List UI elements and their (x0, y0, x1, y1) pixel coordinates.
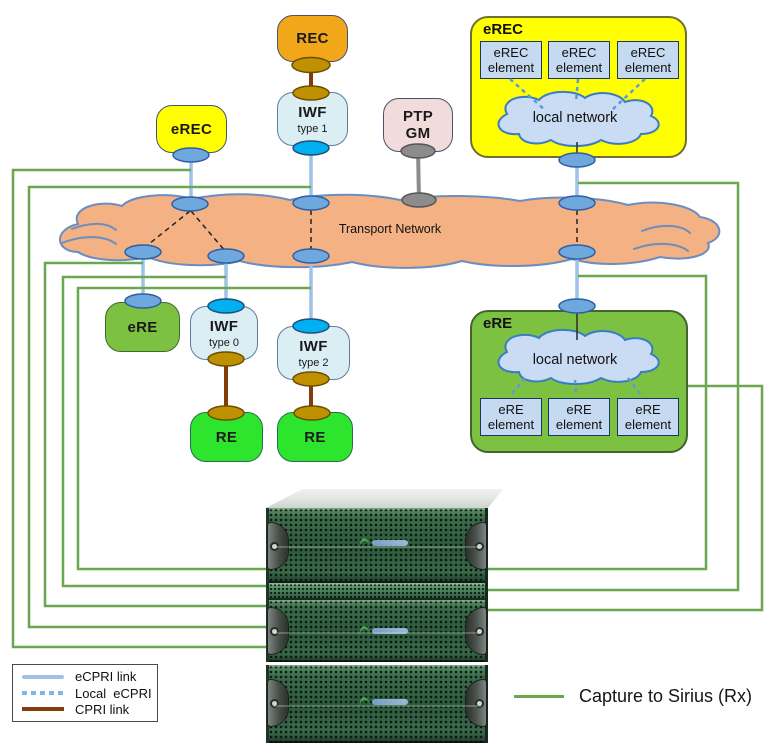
screw-icon (477, 629, 482, 634)
node-ere: eRE (105, 302, 180, 352)
node-iwf-type0: IWF type 0 (190, 306, 258, 360)
legend-row-cpri: CPRI link (22, 702, 148, 717)
screw-icon (477, 544, 482, 549)
node-rec: REC (277, 15, 348, 62)
node-iwf0-label: IWF (209, 317, 239, 335)
chassis-top-face (266, 489, 503, 508)
chassis-handle (466, 523, 486, 569)
legend-label-local-ecpri: Local eCPRI (75, 685, 152, 701)
port-ptp-cloud (401, 192, 437, 208)
ere-element-3: eRE element (617, 398, 679, 436)
node-ptp-gm: PTP GM (383, 98, 453, 152)
chassis-logo (358, 536, 408, 550)
screw-icon (272, 629, 277, 634)
legend-row-ecpri: eCPRI link (22, 669, 148, 684)
chassis-handle (268, 608, 288, 654)
swoosh-icon (358, 536, 371, 550)
swoosh-icon (358, 624, 371, 638)
ptp-link (416, 149, 421, 201)
capture-caption: Capture to Sirius (Rx) (514, 686, 752, 707)
node-iwf1-sublabel: type 1 (297, 122, 328, 135)
port-transport-ere-group (558, 244, 596, 260)
ere-element-1: eRE element (480, 398, 542, 436)
ecpri-links (141, 150, 579, 327)
chassis-handle (466, 608, 486, 654)
node-iwf2-label: IWF (299, 337, 328, 355)
ere-element-2: eRE element (548, 398, 610, 436)
screw-icon (272, 701, 277, 706)
node-ptp-label-2: GM (405, 125, 431, 142)
group-erec-title: eREC (483, 21, 524, 38)
node-iwf-type2: IWF type 2 (277, 326, 350, 380)
chassis-logo (358, 695, 408, 709)
erec-element-2: eREC element (548, 41, 610, 79)
local-network-label-erec: local network (532, 110, 618, 126)
node-rec-label: REC (296, 30, 329, 47)
ecpri-line-sample (22, 674, 64, 679)
port-transport-iwf1 (292, 195, 330, 211)
node-iwf1-label: IWF (298, 103, 327, 121)
capture-caption-label: Capture to Sirius (Rx) (579, 686, 753, 706)
capture-line-erec (11, 168, 268, 649)
swoosh-icon (358, 695, 371, 709)
port-transport-iwf0 (207, 248, 245, 264)
node-re-right: RE (277, 412, 353, 462)
port-transport-erec (171, 196, 209, 212)
chassis-handle (466, 680, 486, 726)
node-re-left-label: RE (215, 428, 238, 446)
node-erec-label: eREC (170, 120, 213, 138)
node-erec: eREC (156, 105, 227, 153)
node-iwf0-sublabel: type 0 (209, 336, 239, 349)
link-legend: eCPRI link Local eCPRI CPRI link (12, 664, 158, 722)
legend-row-local-ecpri: Local eCPRI (22, 686, 152, 701)
node-ptp-label-1: PTP (402, 108, 434, 125)
erec-element-3: eREC element (617, 41, 679, 79)
group-erec: eREC eREC element eREC element eREC elem… (470, 16, 687, 158)
node-re-left: RE (190, 412, 263, 462)
port-transport-ere (124, 244, 162, 260)
node-re-right-label: RE (304, 428, 326, 446)
cpri-line-sample (22, 707, 64, 712)
capture-line-sample (514, 695, 564, 698)
erec-element-1: eREC element (480, 41, 542, 79)
chassis-unit-1 (266, 508, 488, 583)
node-ere-label: eRE (127, 318, 158, 336)
node-iwf-type1: IWF type 1 (277, 92, 348, 146)
chassis-handle (268, 523, 288, 569)
group-ere-title: eRE (483, 315, 513, 332)
transport-network-label: Transport Network (338, 222, 442, 236)
local-network-label-ere: local network (532, 352, 618, 368)
capture-device-chassis (266, 487, 503, 744)
port-transport-erec-group (558, 195, 596, 211)
local-ecpri-line-sample (22, 691, 64, 695)
legend-label-cpri: CPRI link (75, 701, 130, 717)
legend-label-ecpri: eCPRI link (75, 669, 137, 685)
chassis-logo (358, 624, 408, 638)
chassis-unit-2 (266, 600, 488, 662)
screw-icon (272, 544, 277, 549)
chassis-unit-3 (266, 665, 488, 743)
port-transport-iwf2 (292, 248, 330, 264)
screw-icon (477, 701, 482, 706)
node-iwf2-sublabel: type 2 (298, 356, 329, 369)
group-ere: eRE eRE element eRE element eRE element (470, 310, 688, 453)
chassis-handle (268, 680, 288, 726)
chassis-unit-slim (266, 583, 488, 600)
